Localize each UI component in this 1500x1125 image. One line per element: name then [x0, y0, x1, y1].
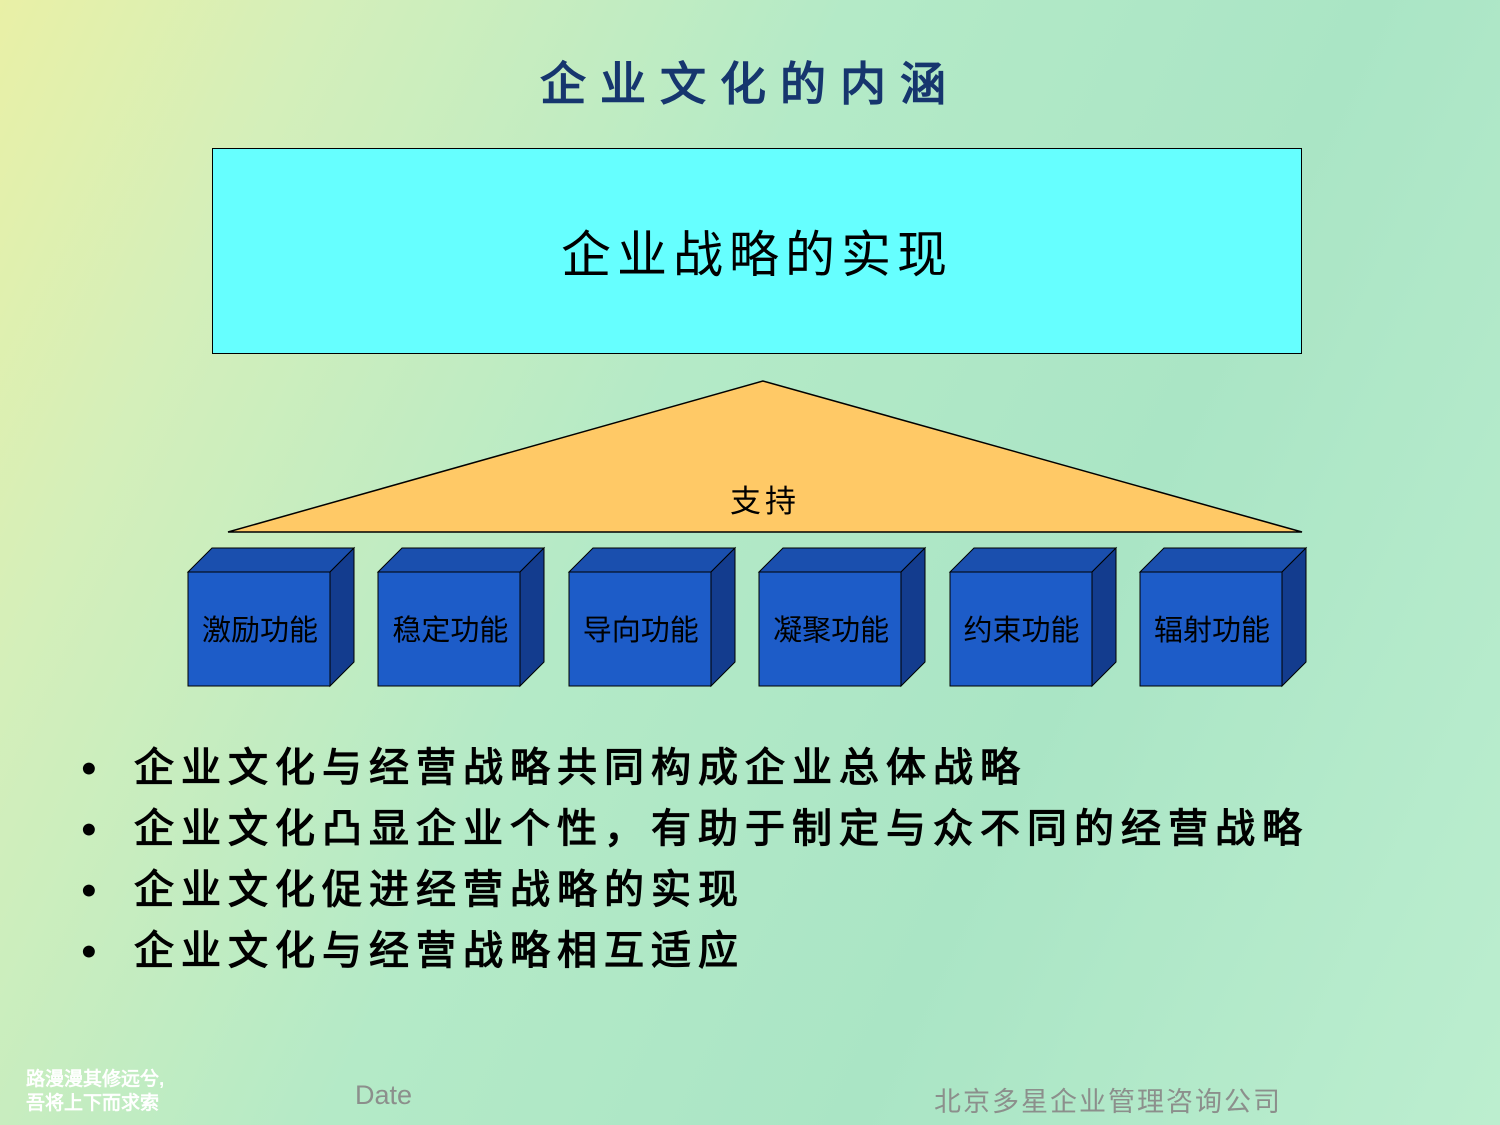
- bullet-item: • 企业文化凸显企业个性，有助于制定与众不同的经营战略: [78, 796, 1478, 857]
- bullet-item: • 企业文化与经营战略相互适应: [78, 918, 1478, 979]
- function-box-radiation: 辐射功能: [1138, 546, 1308, 688]
- strategy-box: 企业战略的实现: [212, 148, 1302, 354]
- footer-motto-line2: 吾将上下而求索: [26, 1093, 160, 1114]
- bullet-text: 企业文化与经营战略相互适应: [134, 927, 745, 974]
- footer-motto-line1: 路漫漫其修远兮,: [26, 1069, 165, 1090]
- footer-company: 北京多星企业管理咨询公司: [934, 1087, 1282, 1118]
- function-box-stability: 稳定功能: [376, 546, 546, 688]
- bullet-icon: •: [78, 933, 100, 973]
- function-box-label: 约束功能: [963, 613, 1080, 647]
- bullet-icon: •: [78, 872, 100, 912]
- function-boxes-row: 激励功能 稳定功能 导向功能 凝聚功能: [186, 546, 1308, 688]
- slide-title: 企业文化的内涵: [540, 57, 960, 111]
- function-box-motivation: 激励功能: [186, 546, 356, 688]
- bullet-text: 企业文化促进经营战略的实现: [134, 866, 745, 913]
- support-triangle-label: 支持: [730, 484, 800, 520]
- function-box-label: 稳定功能: [392, 613, 509, 647]
- cube-shape-icon: [948, 546, 1117, 688]
- cube-shape-icon: [1138, 546, 1308, 688]
- bullet-text: 企业文化与经营战略共同构成企业总体战略: [134, 744, 1027, 791]
- function-box-label: 凝聚功能: [773, 613, 890, 647]
- bullet-text: 企业文化凸显企业个性，有助于制定与众不同的经营战略: [134, 805, 1309, 852]
- footer-date: Date: [355, 1080, 413, 1110]
- cube-shape-icon: [186, 546, 356, 688]
- cube-shape-icon: [757, 546, 927, 688]
- function-box-label: 激励功能: [201, 613, 318, 647]
- cube-shape-icon: [377, 546, 546, 688]
- function-box-label: 辐射功能: [1153, 613, 1270, 647]
- function-box-label: 导向功能: [582, 613, 699, 647]
- bullet-item: • 企业文化促进经营战略的实现: [78, 857, 1478, 918]
- function-box-constraint: 约束功能: [948, 546, 1118, 688]
- cube-shape-icon: [567, 546, 736, 688]
- strategy-box-label: 企业战略的实现: [561, 226, 953, 284]
- footer-motto: 路漫漫其修远兮, 吾将上下而求索: [26, 1068, 164, 1116]
- bullet-item: • 企业文化与经营战略共同构成企业总体战略: [78, 735, 1478, 796]
- function-box-guidance: 导向功能: [567, 546, 737, 688]
- function-box-cohesion: 凝聚功能: [757, 546, 927, 688]
- support-triangle: [227, 380, 1303, 533]
- bullet-list: • 企业文化与经营战略共同构成企业总体战略 • 企业文化凸显企业个性，有助于制定…: [78, 735, 1478, 979]
- bullet-icon: •: [78, 811, 100, 851]
- bullet-icon: •: [78, 750, 100, 790]
